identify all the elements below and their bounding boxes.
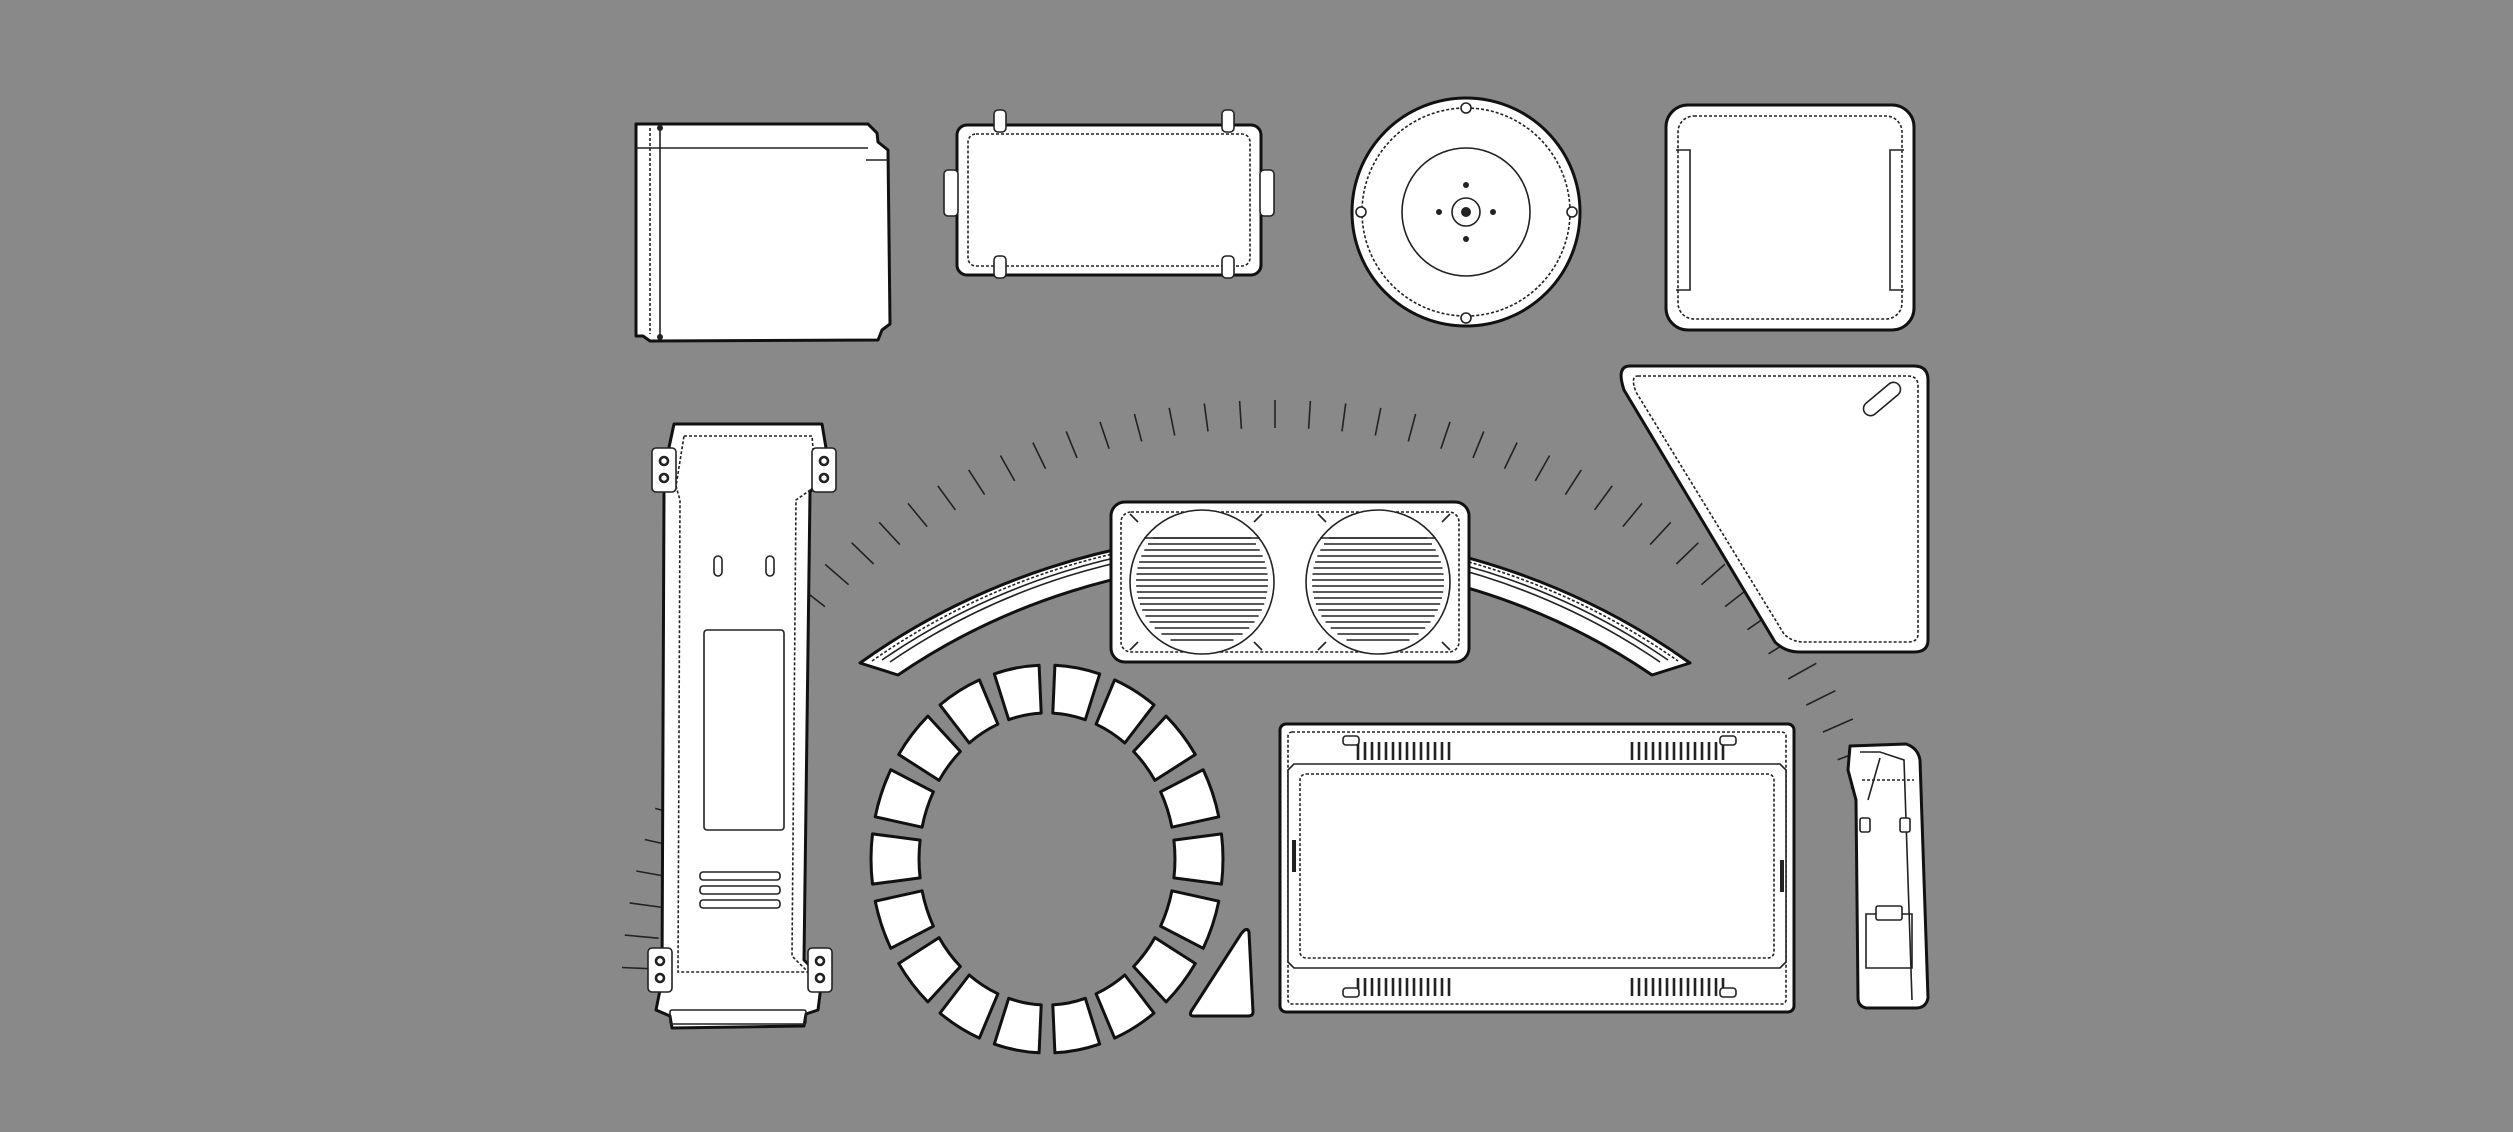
ring-segment: [873, 889, 935, 950]
ring-segment: [1094, 678, 1156, 745]
arch-rib: [1032, 442, 1047, 469]
ring-segment: [938, 973, 1000, 1040]
arch-rib: [999, 455, 1016, 482]
segment-ring: [869, 663, 1225, 1055]
ring-segment: [1051, 996, 1102, 1055]
fan-grille-plate: [1109, 500, 1471, 664]
vent-slots: [1356, 742, 1725, 996]
panel-tall-spine: [647, 422, 837, 1030]
ring-segment: [1051, 663, 1102, 722]
arch-rib: [1168, 407, 1176, 436]
arch-rib: [624, 934, 659, 939]
arch-rib: [1675, 542, 1699, 565]
arch-rib: [851, 542, 875, 565]
arch-rib: [1822, 718, 1854, 733]
arch-rib: [1472, 431, 1485, 459]
ring-segment: [897, 714, 962, 782]
ring-segment: [992, 663, 1043, 722]
arch-rib: [1440, 421, 1451, 450]
ring-segment: [1172, 832, 1225, 886]
arch-rib: [1805, 689, 1836, 706]
arch-rib: [907, 502, 928, 528]
arch-rib: [1503, 442, 1518, 469]
arch-rib: [1065, 431, 1078, 459]
triangle-piece: [1188, 927, 1255, 1018]
grille-left: [1136, 537, 1268, 641]
ring-segment: [992, 996, 1043, 1055]
arch-rib: [968, 469, 986, 496]
arch-rib: [1341, 403, 1347, 432]
arch-rib: [629, 902, 664, 909]
arch-rib: [1203, 403, 1209, 432]
arch-rib: [1133, 413, 1143, 442]
ring-segments: [869, 663, 1225, 1055]
bracket-narrow: [1846, 742, 1930, 1010]
arch-rib: [1099, 421, 1110, 450]
ring-segment: [1159, 768, 1221, 829]
panel-rectangle-clipped: [943, 109, 1275, 279]
arch-rib: [1787, 662, 1817, 680]
panel-vented-frame: [1278, 722, 1796, 1014]
panel-square-folded: [634, 122, 892, 343]
arch-rib: [937, 485, 957, 511]
arch-rib: [1700, 563, 1726, 586]
arch-rib: [1649, 521, 1672, 546]
arch-rib: [1622, 502, 1643, 528]
ring-segment: [1132, 936, 1197, 1004]
arch-rib: [1307, 400, 1312, 429]
panel-triangular: [1619, 364, 1930, 654]
ring-segment: [1094, 973, 1156, 1040]
disc-plate: [1350, 96, 1582, 328]
arch-rib: [1407, 413, 1417, 442]
arch-rib: [1534, 455, 1551, 482]
arch-rib: [1593, 485, 1613, 511]
arch-rib: [1374, 407, 1382, 436]
ring-segment: [1132, 714, 1197, 782]
panel-square-rounded: [1664, 103, 1916, 332]
ring-segment: [869, 832, 922, 886]
ring-segment: [873, 768, 935, 829]
arch-rib: [1238, 400, 1243, 429]
arch-rib: [1564, 469, 1582, 496]
arch-rib: [878, 521, 901, 546]
ring-segment: [897, 936, 962, 1004]
arch-rib: [824, 563, 850, 586]
ring-segment: [1159, 889, 1221, 950]
ring-segment: [938, 678, 1000, 745]
grille-right: [1312, 537, 1444, 641]
